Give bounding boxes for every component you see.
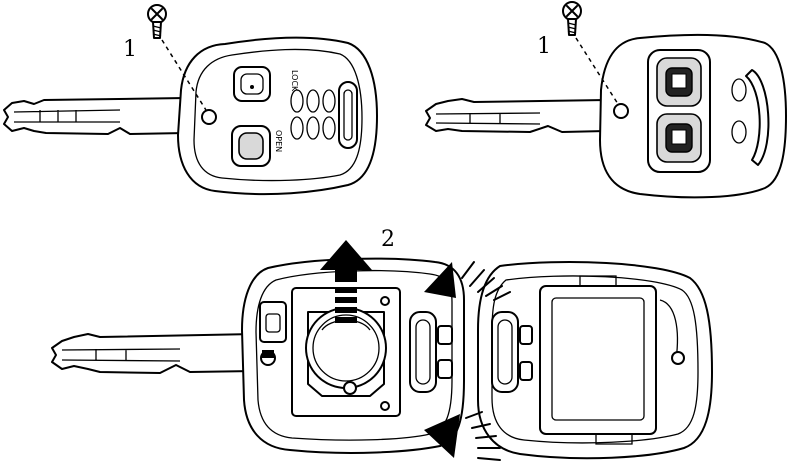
lock-label: LOCK	[290, 70, 299, 92]
battery-compartment	[539, 285, 657, 435]
lock-button	[233, 66, 271, 102]
key-blade-front	[3, 97, 187, 135]
screw-hole-front	[201, 109, 217, 125]
indicator-ovals-front	[290, 89, 336, 140]
contact-slot-left	[409, 311, 437, 393]
open-label: OPEN	[274, 130, 283, 152]
up-arrow	[320, 240, 372, 323]
screw-hole-back	[613, 103, 629, 119]
callout-screw-back: 1	[537, 34, 551, 59]
fob-body-front	[177, 36, 378, 196]
separate-arrow-top	[424, 261, 511, 301]
side-slot-back	[745, 69, 770, 166]
panic-slot-front	[338, 81, 358, 149]
separate-arrow-bottom	[424, 411, 501, 461]
key-front-view: LOCK OPEN 1	[3, 4, 378, 196]
key-blade-bottom	[51, 333, 259, 374]
key-blade-back	[425, 98, 607, 133]
callout-screw-front: 1	[123, 37, 137, 62]
opened-fob-view: 2	[51, 227, 713, 461]
screw-back	[562, 1, 582, 36]
key-back-view: 1	[425, 1, 787, 199]
callout-battery-step: 2	[381, 227, 395, 252]
contact-slot-right	[491, 311, 519, 393]
screw-front	[147, 4, 167, 39]
